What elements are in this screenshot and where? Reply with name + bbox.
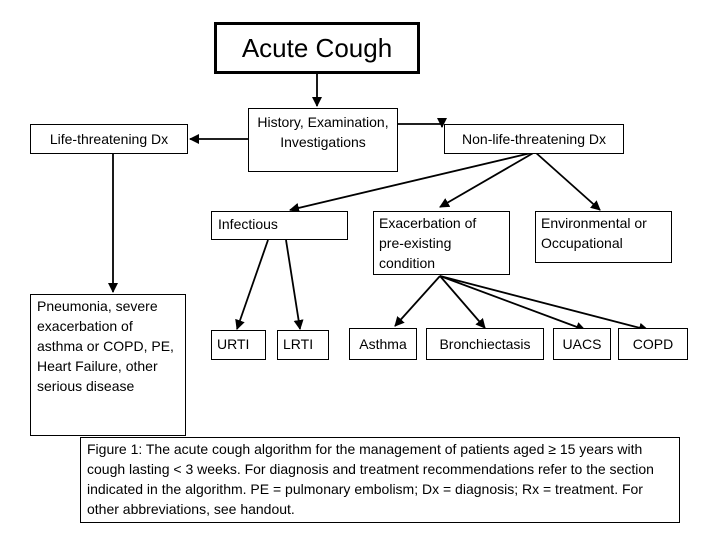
uacs-node: UACS: [553, 328, 611, 360]
environmental-node: Environmental or Occupational: [535, 211, 672, 263]
exacerbation-node: Exacerbation of pre-existing condition: [373, 211, 510, 275]
urti-node: URTI: [211, 330, 266, 360]
serious-conditions-node: Pneumonia, severe exacerbation of asthma…: [30, 294, 186, 436]
infectious-node: Infectious: [211, 211, 348, 240]
copd-node: COPD: [618, 328, 688, 360]
non-life-threatening-node: Non-life-threatening Dx: [444, 124, 624, 154]
acute-cough-title: Acute Cough: [214, 22, 420, 74]
figure-caption: Figure 1: The acute cough algorithm for …: [80, 437, 680, 523]
history-exam-node: History, Examination, Investigations: [248, 108, 398, 172]
asthma-node: Asthma: [349, 328, 417, 360]
bronchiectasis-node: Bronchiectasis: [426, 328, 544, 360]
life-threatening-node: Life-threatening Dx: [30, 124, 188, 154]
lrti-node: LRTI: [277, 330, 329, 360]
